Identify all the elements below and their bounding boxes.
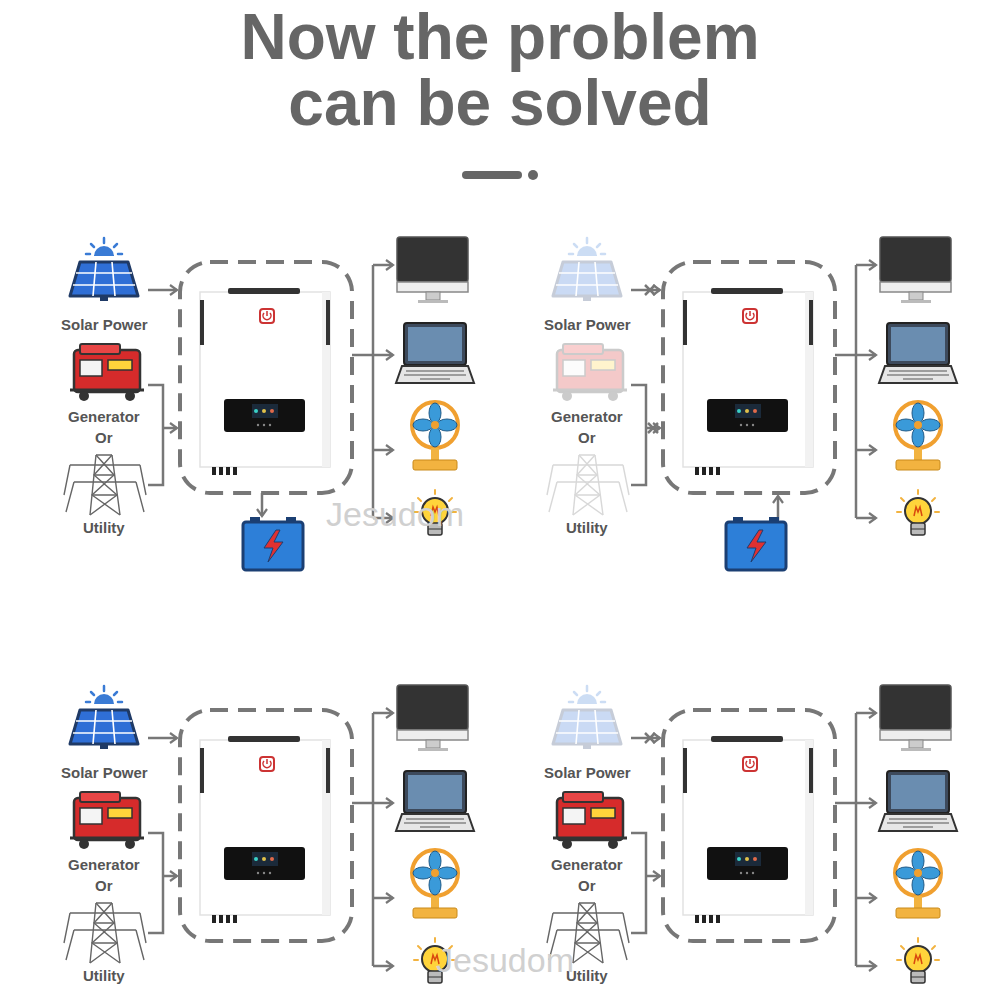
source-label: Utility	[566, 519, 608, 537]
dashed-frame	[663, 262, 835, 493]
loads	[879, 685, 957, 983]
title-dot	[528, 170, 538, 180]
source-label: Utility	[83, 967, 125, 985]
cut-mark	[648, 423, 658, 433]
panel-no-battery	[64, 685, 474, 983]
solar-icon	[553, 238, 621, 301]
loads	[396, 685, 474, 983]
inverter	[200, 288, 330, 475]
inverter	[683, 288, 813, 475]
panel-battery	[547, 237, 957, 570]
generator-icon	[553, 792, 627, 849]
panel-charging	[64, 237, 474, 570]
source-label: Or	[95, 429, 113, 447]
dashed-frame	[180, 710, 352, 941]
utility-icon	[64, 903, 146, 963]
source-label: Solar Power	[544, 316, 631, 334]
source-label: Or	[95, 877, 113, 895]
source-label: Utility	[83, 519, 125, 537]
page-title: Now the problem can be solved	[180, 4, 820, 136]
loads	[396, 237, 474, 535]
panel-grid-only	[547, 685, 957, 983]
source-label: Solar Power	[61, 764, 148, 782]
generator-icon	[553, 344, 627, 401]
utility-icon	[64, 455, 146, 515]
watermark: Jesudom	[436, 942, 574, 978]
watermark: Jesudom	[326, 496, 464, 532]
generator-icon	[70, 792, 144, 849]
battery-icon	[243, 517, 303, 570]
battery-arrow	[261, 493, 264, 516]
source-label: Generator	[551, 856, 623, 874]
battery-arrow	[777, 496, 780, 520]
utility-icon	[547, 455, 629, 515]
title-rule	[466, 171, 518, 179]
solar-icon	[70, 238, 138, 301]
solar-icon	[70, 686, 138, 749]
source-label: Generator	[68, 408, 140, 426]
cut-mark	[645, 285, 655, 295]
source-label: Solar Power	[544, 764, 631, 782]
solar-icon	[553, 686, 621, 749]
source-label: Generator	[68, 856, 140, 874]
dashed-frame	[663, 710, 835, 941]
source-label: Generator	[551, 408, 623, 426]
cut-mark	[645, 733, 655, 743]
source-label: Or	[578, 429, 596, 447]
source-label: Solar Power	[61, 316, 148, 334]
battery-icon	[726, 517, 786, 570]
inverter	[200, 736, 330, 923]
dashed-frame	[180, 262, 352, 493]
generator-icon	[70, 344, 144, 401]
source-label: Or	[578, 877, 596, 895]
loads	[879, 237, 957, 535]
inverter	[683, 736, 813, 923]
